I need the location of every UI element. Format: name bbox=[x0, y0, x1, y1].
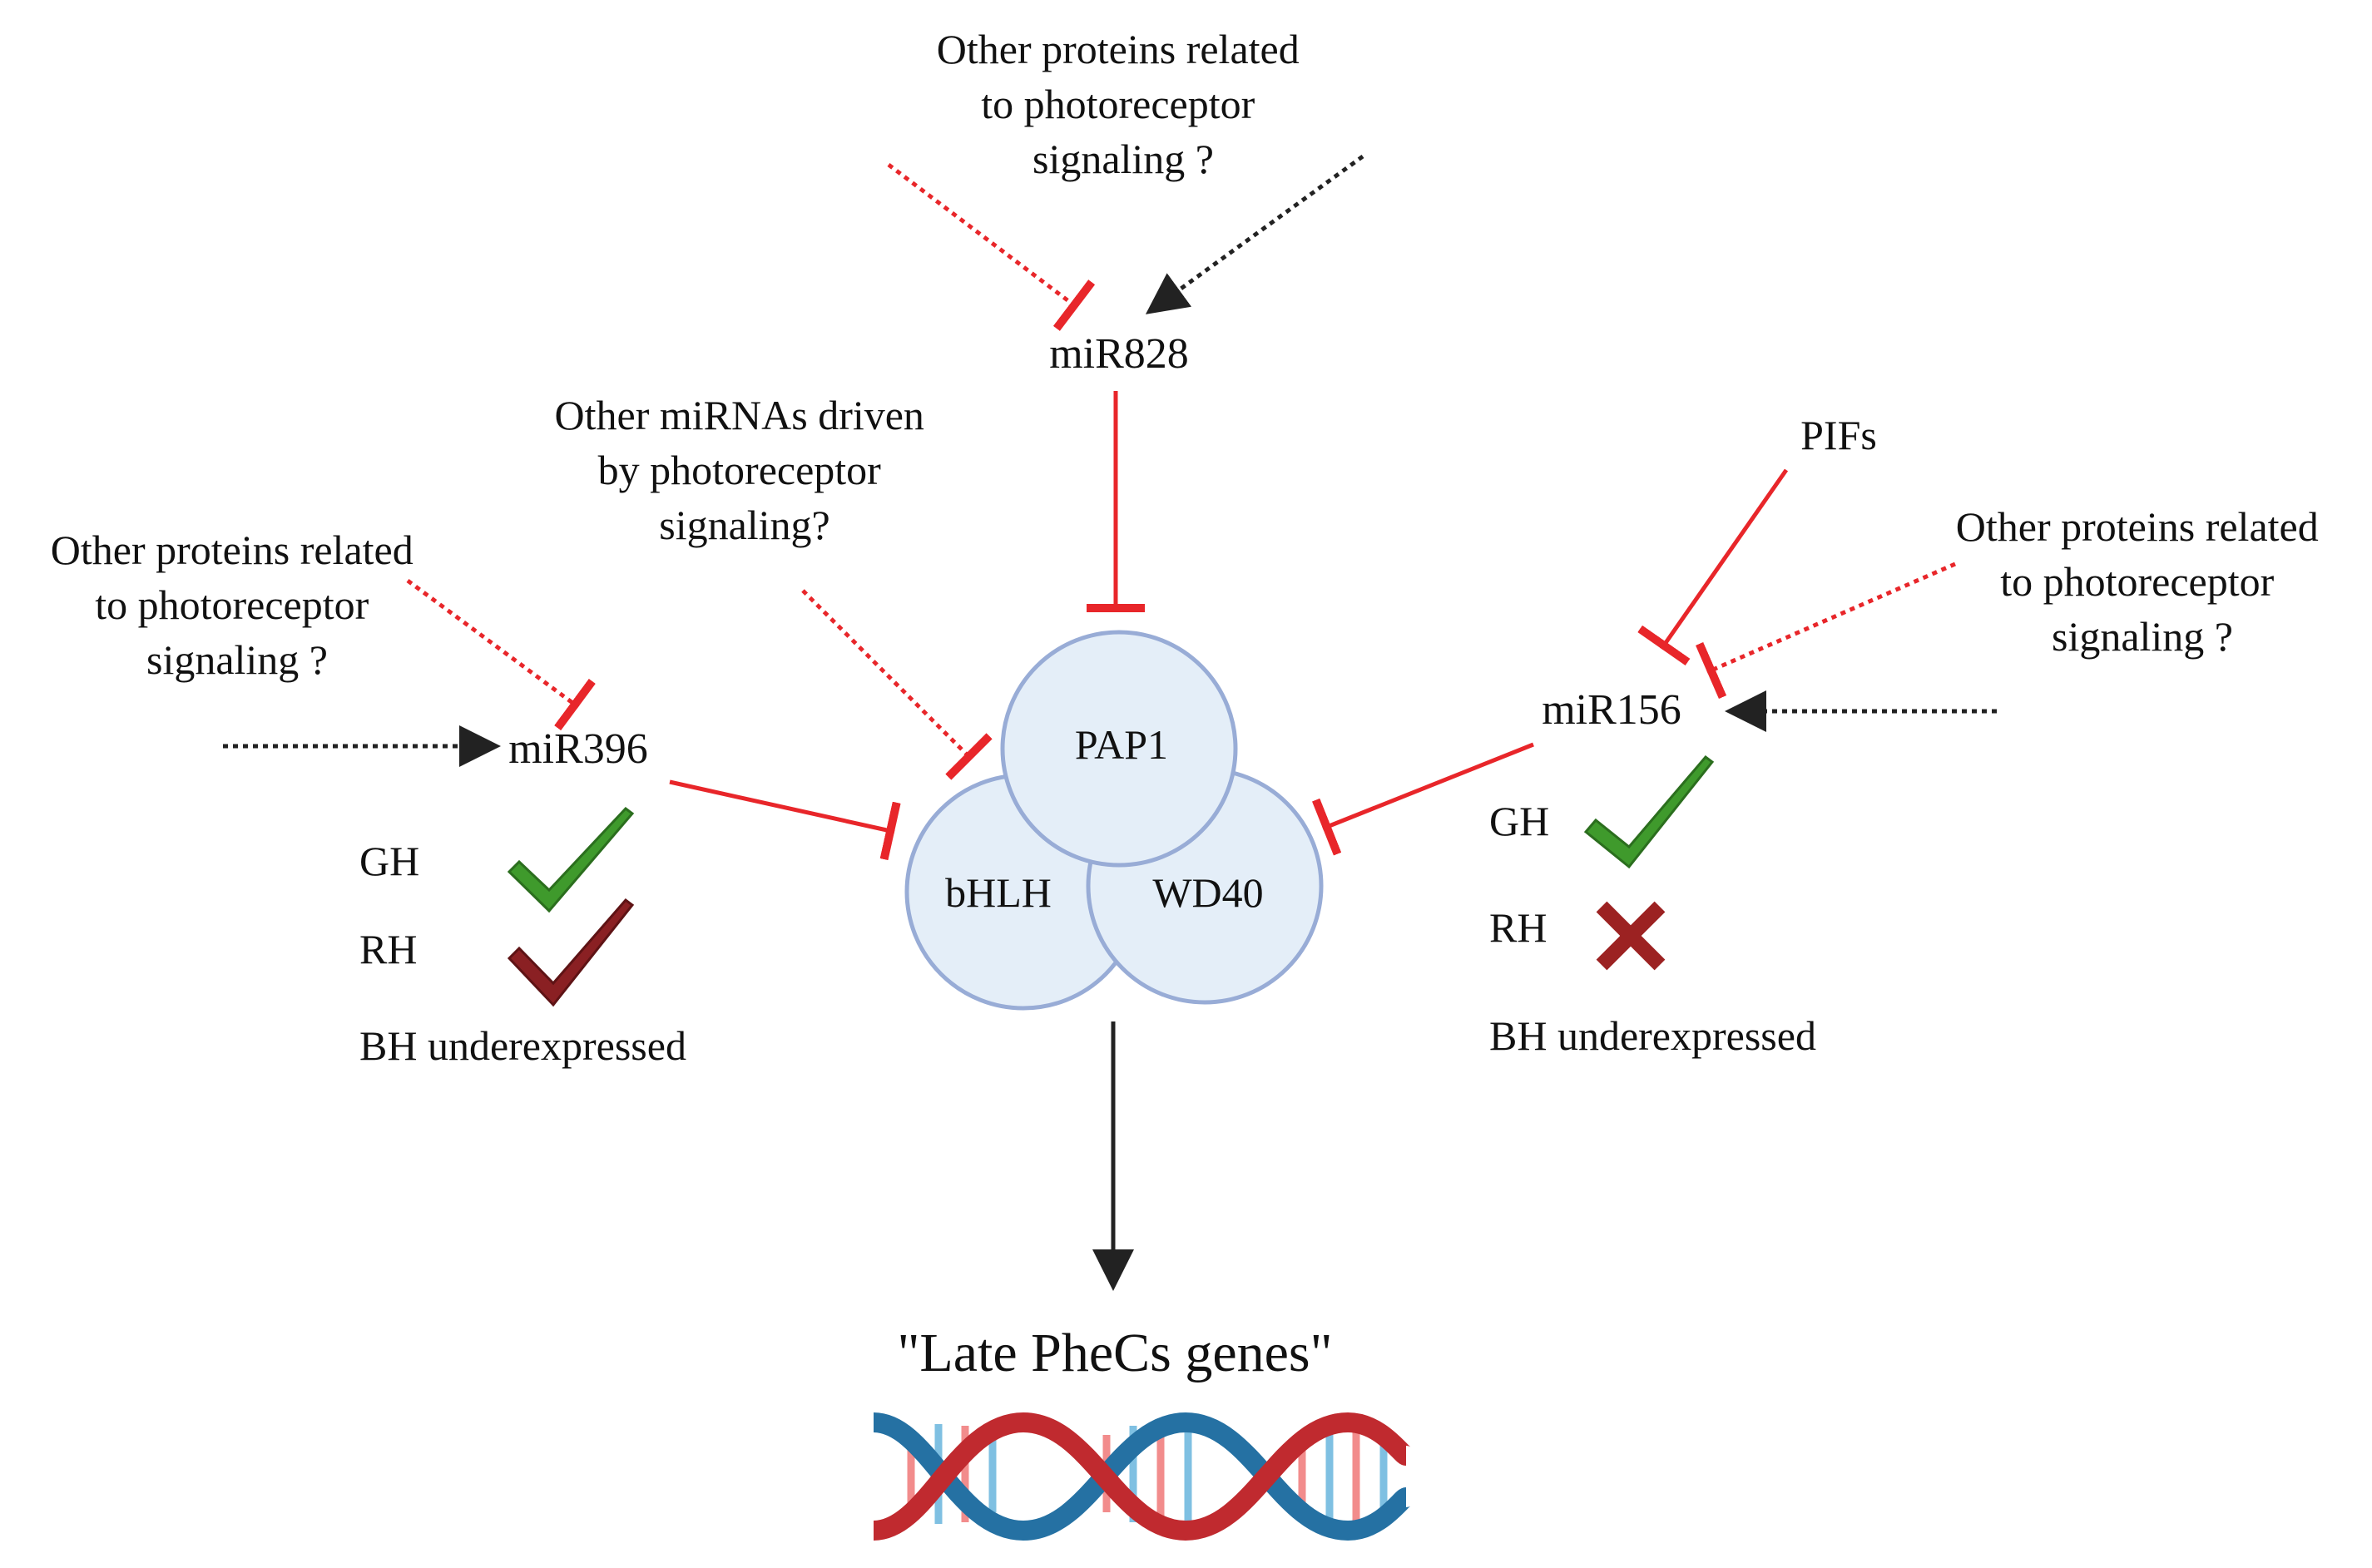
dna-helix-icon bbox=[872, 1412, 1412, 1541]
mir156-inhibits-complex bbox=[1312, 742, 1534, 856]
top-protein-label: Other proteins related to photoreceptor … bbox=[937, 26, 1310, 182]
mir156-label: miR156 bbox=[1542, 686, 1681, 734]
complex: PAP1 bHLH WD40 bbox=[904, 630, 1324, 1011]
pifs-inhibit-mir156 bbox=[1637, 468, 1789, 666]
inhibition-to-mir828 bbox=[887, 163, 1096, 331]
wd40-label: WD40 bbox=[1152, 869, 1263, 916]
mirnas-inhibit-complex bbox=[801, 589, 993, 780]
pap1-circle bbox=[1000, 630, 1238, 868]
late-phecs-genes-label: "Late PheCs genes" bbox=[897, 1323, 1332, 1383]
pap1-label: PAP1 bbox=[1075, 721, 1168, 768]
other-mirnas-label: Other miRNAs driven by photoreceptor sig… bbox=[555, 392, 935, 548]
right-rh-label: RH bbox=[1489, 904, 1547, 951]
inhibition-to-mir156 bbox=[1696, 561, 1956, 700]
right-gh-check-icon bbox=[1583, 754, 1715, 869]
mir396-label: miR396 bbox=[508, 725, 648, 773]
activation-to-mir828 bbox=[1145, 154, 1364, 314]
right-bh-label: BH underexpressed bbox=[1489, 1012, 1816, 1059]
pifs-label: PIFs bbox=[1800, 412, 1877, 458]
left-gh-label: GH bbox=[359, 838, 419, 884]
right-protein-label: Other proteins related to photoreceptor … bbox=[1956, 503, 2329, 660]
inhibition-to-mir396 bbox=[406, 578, 596, 731]
left-gh-check-icon bbox=[507, 806, 635, 913]
bhlh-label: bHLH bbox=[945, 869, 1052, 916]
left-bh-label: BH underexpressed bbox=[359, 1022, 686, 1069]
mir828-label: miR828 bbox=[1049, 330, 1189, 378]
right-gh-label: GH bbox=[1489, 798, 1549, 844]
left-protein-label: Other proteins related to photoreceptor … bbox=[51, 527, 423, 683]
left-rh-label: RH bbox=[359, 926, 417, 972]
left-rh-check-icon bbox=[507, 898, 635, 1007]
mir396-inhibits-complex bbox=[669, 779, 901, 861]
right-rh-cross-icon bbox=[1596, 901, 1666, 971]
